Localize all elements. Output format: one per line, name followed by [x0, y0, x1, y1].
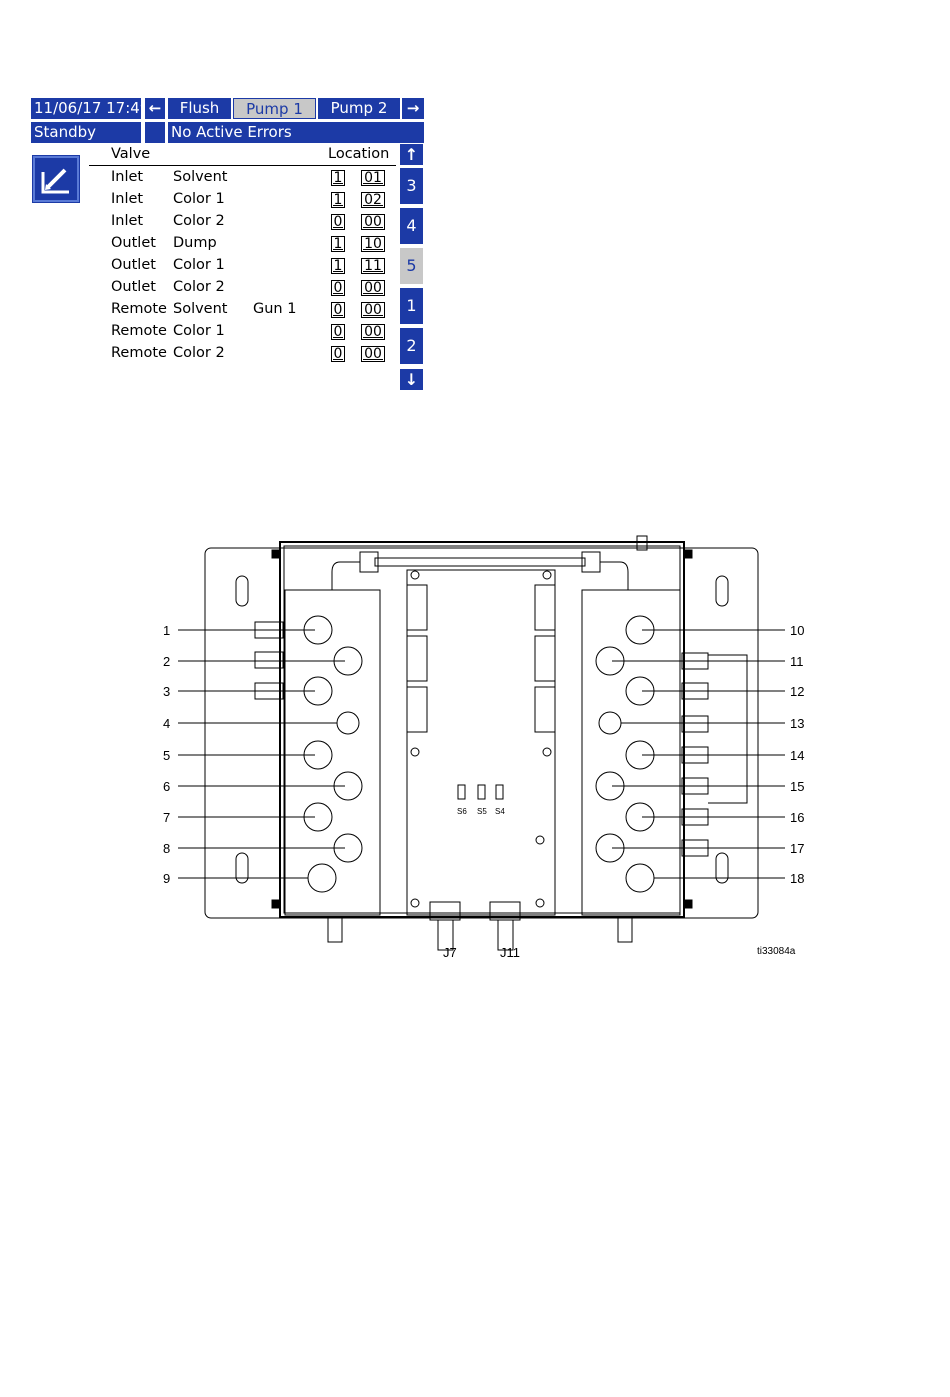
right-arrow-icon[interactable]: → — [402, 98, 424, 119]
valve-type: Inlet — [111, 191, 144, 207]
callout-17: 17 — [790, 841, 805, 856]
tab-pump-2[interactable]: Pump 2 — [318, 98, 400, 119]
callout-16: 16 — [790, 810, 805, 825]
tab-flush[interactable]: Flush — [168, 98, 231, 119]
location-module-field[interactable]: 0 — [331, 214, 345, 230]
valve-type: Inlet — [111, 169, 144, 185]
location-valve-field[interactable]: 02 — [361, 192, 385, 208]
status-display: Standby — [31, 122, 141, 143]
callout-13: 13 — [790, 716, 805, 731]
valve-type: Outlet — [111, 257, 156, 273]
callout-4: 4 — [163, 716, 171, 731]
side-tab-3[interactable]: 3 — [400, 168, 423, 204]
valve-type: Remote — [111, 345, 167, 361]
errors-display: No Active Errors — [168, 122, 424, 143]
status-indicator — [145, 122, 165, 143]
location-valve-field[interactable]: 00 — [361, 302, 385, 318]
valve-type: Outlet — [111, 279, 156, 295]
valve-type: Outlet — [111, 235, 156, 251]
location-valve-field[interactable]: 01 — [361, 170, 385, 186]
valve-material: Color 1 — [173, 257, 225, 273]
callout-8: 8 — [163, 841, 171, 856]
location-module-field[interactable]: 0 — [331, 280, 345, 296]
scroll-down-icon[interactable]: ↓ — [400, 369, 423, 390]
location-module-field[interactable]: 0 — [331, 302, 345, 318]
location-valve-field[interactable]: 00 — [361, 346, 385, 362]
location-valve-field[interactable]: 10 — [361, 236, 385, 252]
scroll-up-icon[interactable]: ↑ — [400, 144, 423, 165]
valve-module-drawing — [178, 535, 785, 951]
connector-label-j7: J7 — [443, 945, 457, 960]
callout-12: 12 — [790, 684, 805, 699]
connector-label-j11: J11 — [500, 945, 520, 960]
switch-label-s6: S6 — [457, 807, 467, 816]
callout-10: 10 — [790, 623, 805, 638]
side-tab-2[interactable]: 2 — [400, 328, 423, 364]
tab-pump-1[interactable]: Pump 1 — [233, 98, 316, 119]
edit-button[interactable] — [32, 155, 80, 203]
figure-id: ti33084a — [757, 946, 796, 957]
valve-material: Color 1 — [173, 323, 225, 339]
switch-label-s5: S5 — [477, 807, 487, 816]
header-divider — [89, 165, 396, 166]
callout-6: 6 — [163, 779, 171, 794]
valve-type: Remote — [111, 301, 167, 317]
location-valve-field[interactable]: 00 — [361, 280, 385, 296]
callout-14: 14 — [790, 748, 805, 763]
location-module-field[interactable]: 1 — [331, 170, 345, 186]
side-tab-1[interactable]: 1 — [400, 288, 423, 324]
callout-15: 15 — [790, 779, 805, 794]
callout-5: 5 — [163, 748, 171, 763]
valve-gun: Gun 1 — [253, 301, 297, 317]
valve-material: Color 2 — [173, 213, 225, 229]
location-module-field[interactable]: 1 — [331, 258, 345, 274]
location-column-header: Location — [328, 146, 390, 162]
valve-type: Inlet — [111, 213, 144, 229]
location-module-field[interactable]: 0 — [331, 346, 345, 362]
callout-7: 7 — [163, 810, 171, 825]
valve-material: Color 2 — [173, 345, 225, 361]
left-arrow-icon[interactable]: ← — [145, 98, 165, 119]
side-tab-4[interactable]: 4 — [400, 208, 423, 244]
switch-label-s4: S4 — [495, 807, 505, 816]
valve-type: Remote — [111, 323, 167, 339]
callout-11: 11 — [790, 654, 804, 669]
edit-icon — [41, 168, 69, 194]
location-module-field[interactable]: 0 — [331, 324, 345, 340]
location-valve-field[interactable]: 00 — [361, 214, 385, 230]
location-valve-field[interactable]: 00 — [361, 324, 385, 340]
valve-material: Solvent — [173, 301, 228, 317]
callout-18: 18 — [790, 871, 805, 886]
callout-9: 9 — [163, 871, 171, 886]
side-tab-5[interactable]: 5 — [400, 248, 423, 284]
valve-material: Color 1 — [173, 191, 225, 207]
datetime-display: 11/06/17 17:49 — [31, 98, 141, 119]
location-module-field[interactable]: 1 — [331, 236, 345, 252]
callout-1: 1 — [163, 623, 171, 638]
location-valve-field[interactable]: 11 — [361, 258, 385, 274]
callout-3: 3 — [163, 684, 171, 699]
valve-material: Solvent — [173, 169, 228, 185]
valve-column-header: Valve — [111, 146, 151, 162]
location-module-field[interactable]: 1 — [331, 192, 345, 208]
control-screen: 11/06/17 17:49 ← Flush Pump 1 Pump 2 → S… — [31, 96, 424, 393]
callout-2: 2 — [163, 654, 171, 669]
valve-module-diagram: 1 2 3 4 5 6 7 8 9 10 11 12 13 14 15 16 1… — [150, 530, 810, 965]
valve-material: Color 2 — [173, 279, 225, 295]
valve-material: Dump — [173, 235, 217, 251]
